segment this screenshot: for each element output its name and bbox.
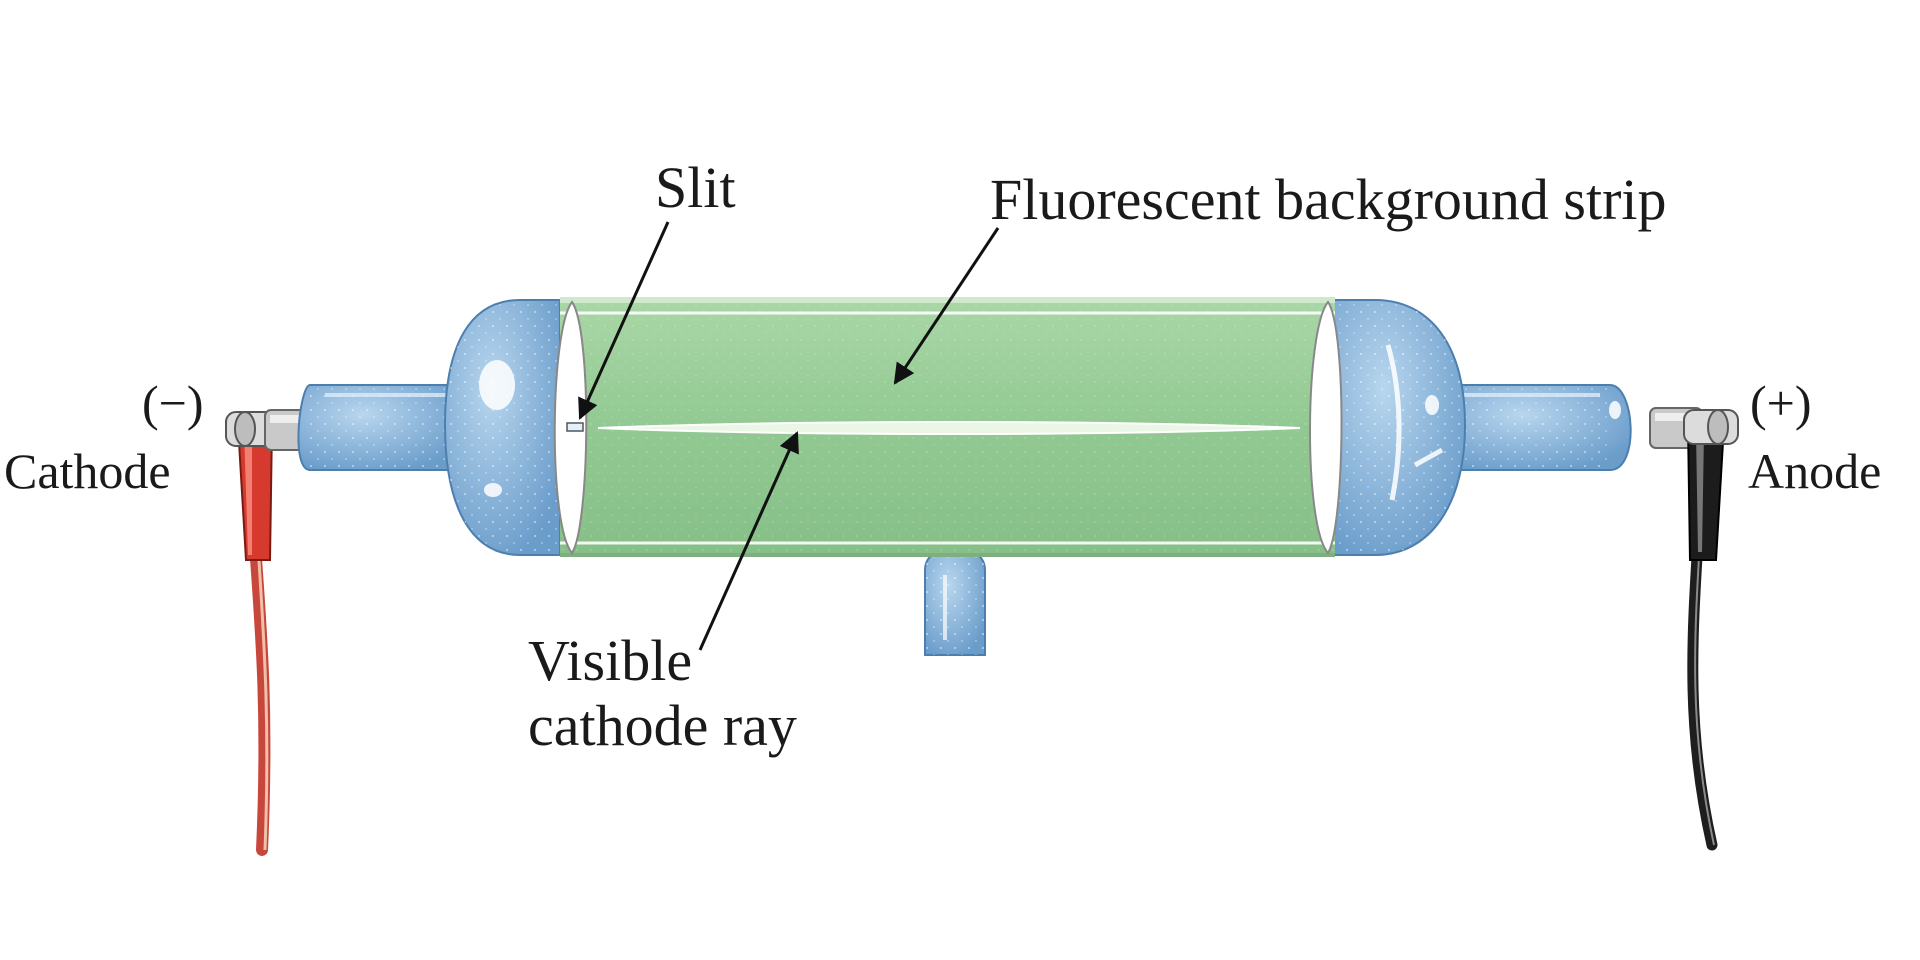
anode-end-glass bbox=[1329, 299, 1632, 556]
anode-label: Anode bbox=[1748, 443, 1881, 499]
cathode-lead bbox=[225, 409, 318, 856]
cathode-wire bbox=[249, 539, 271, 856]
ray-label-line2: cathode ray bbox=[528, 693, 797, 758]
slit-arrow bbox=[578, 221, 670, 420]
side-port bbox=[924, 546, 986, 656]
ray-arrow bbox=[698, 431, 799, 651]
cathode-label: Cathode bbox=[4, 443, 171, 499]
alligator-clip-black-icon bbox=[1683, 409, 1739, 561]
cathode-end-glass bbox=[297, 299, 561, 556]
anode-disc bbox=[1309, 300, 1343, 555]
cathode-sign-label: (−) bbox=[142, 375, 204, 431]
ray-label-line1: Visible bbox=[528, 628, 692, 693]
tube-body bbox=[553, 297, 1343, 557]
fluorescent-strip-label: Fluorescent background strip bbox=[990, 167, 1667, 232]
anode-lead bbox=[1649, 407, 1739, 851]
fluorescent-arrow bbox=[893, 227, 1000, 385]
slit-opening bbox=[566, 422, 584, 432]
anode-wire bbox=[1687, 534, 1718, 851]
slit-label: Slit bbox=[655, 155, 736, 220]
cathode-ray bbox=[597, 421, 1301, 435]
anode-sign-label: (+) bbox=[1750, 375, 1812, 431]
